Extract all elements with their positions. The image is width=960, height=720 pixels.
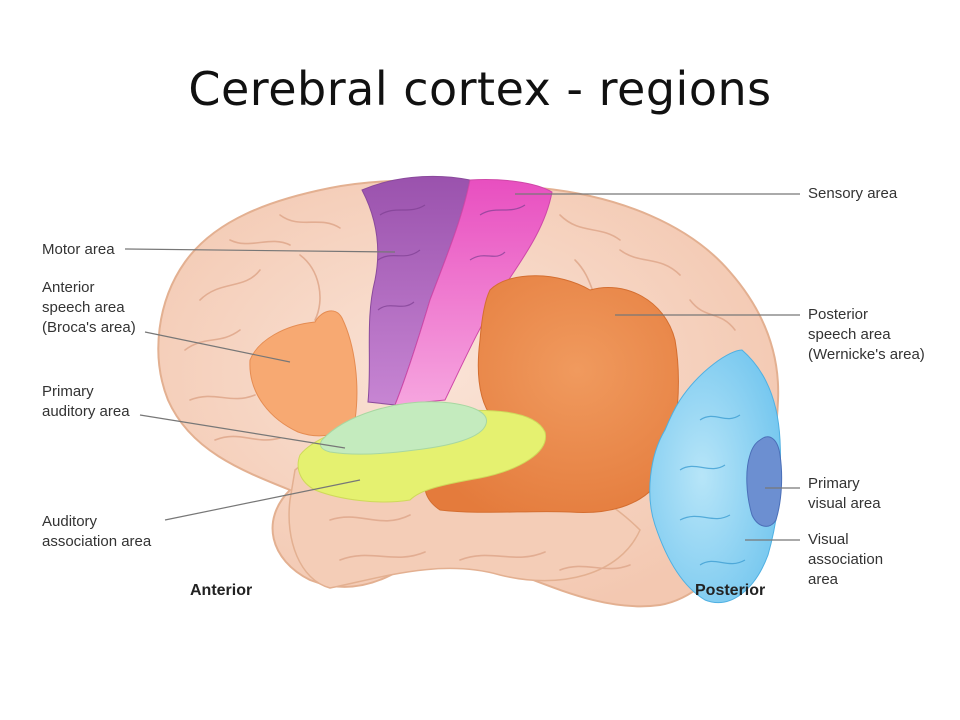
label-primary-auditory-area: Primary auditory area xyxy=(42,383,130,420)
label-posterior: Posterior xyxy=(695,582,766,599)
primary-auditory-area xyxy=(319,401,487,455)
label-wernicke-area: Posterior speech area (Wernicke's area) xyxy=(808,306,925,363)
label-auditory-association-area: Auditory association area xyxy=(42,513,152,550)
label-sensory-area: Sensory area xyxy=(808,185,898,202)
label-motor-area: Motor area xyxy=(42,241,115,258)
label-broca-area: Anterior speech area (Broca's area) xyxy=(42,279,136,336)
broca-area xyxy=(249,310,358,437)
visual-lines xyxy=(679,414,746,566)
page-title: Cerebral cortex - regions xyxy=(188,62,772,116)
label-anterior: Anterior xyxy=(190,582,253,599)
leader-lines xyxy=(124,193,800,541)
sensory-area xyxy=(394,179,553,406)
primary-visual-area xyxy=(746,436,783,527)
strip-lines xyxy=(377,204,526,311)
visual-association-area xyxy=(649,349,781,604)
label-visual-association-area: Visual association area xyxy=(808,531,884,588)
label-primary-visual-area: Primary visual area xyxy=(808,475,881,512)
